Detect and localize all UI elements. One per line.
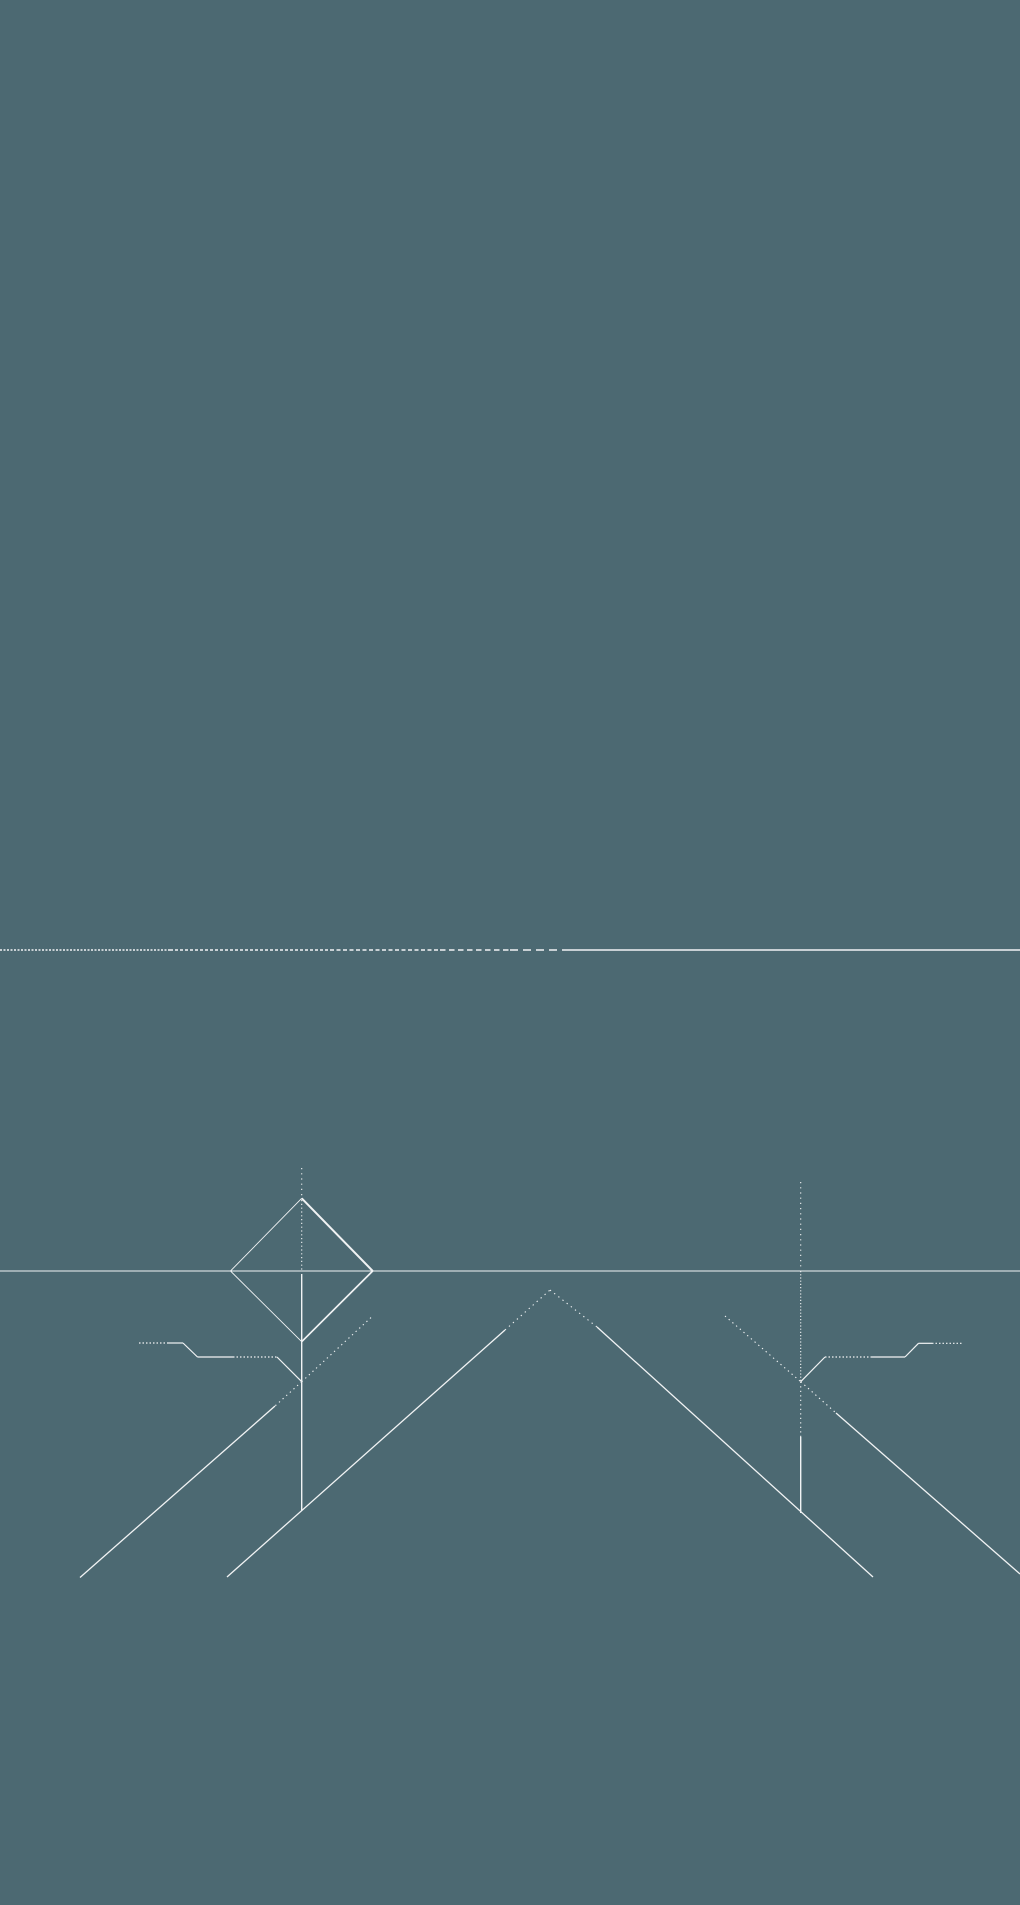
line-segment [800,1356,826,1383]
line-segment [800,1381,837,1414]
left-kite-tree [79,1168,374,1578]
line-segment [301,1315,374,1383]
line-segment [301,1270,374,1343]
line-segment [724,1315,802,1383]
line-segment [79,1405,276,1578]
line-segment [274,1381,303,1407]
line-segment [549,1289,598,1328]
line-segment [596,1326,874,1578]
line-segment [182,1342,198,1358]
line-segment [226,1329,506,1578]
line-segment [300,1197,374,1272]
line-segment [276,1356,303,1383]
line-segment [504,1289,551,1331]
mountain-peak [226,1289,874,1578]
line-segment [904,1342,919,1358]
right-kite-tree [724,1182,1020,1575]
line-segment [230,1197,303,1272]
line-segment [230,1270,303,1343]
line-segment [835,1412,1020,1575]
